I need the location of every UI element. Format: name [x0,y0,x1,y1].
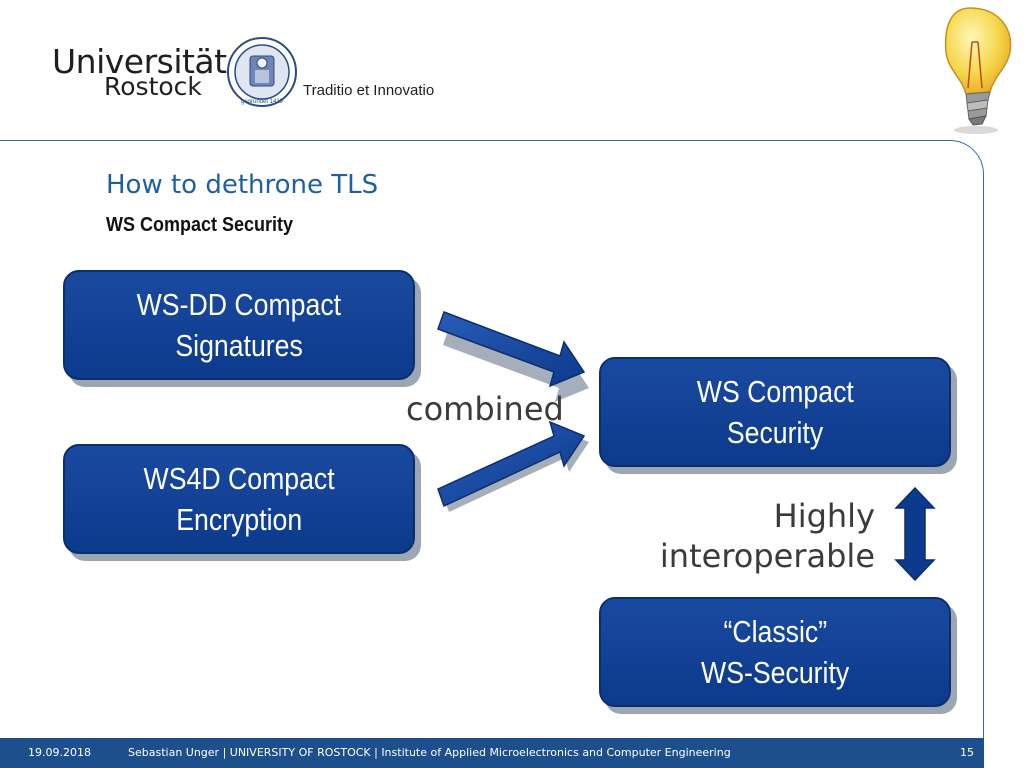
box-classic-ws-security: “Classic” WS-Security [599,597,951,707]
university-motto: Traditio et Innovatio [303,82,435,99]
content-frame [0,140,984,760]
slide-title: How to dethrone TLS [106,170,379,200]
box-ws4d-compact-encryption: WS4D Compact Encryption [63,444,415,554]
box-text-line: WS-Security [700,655,850,690]
footer-info: Sebastian Unger | UNIVERSITY OF ROSTOCK … [128,746,731,759]
box-wsdd-compact-signatures: WS-DD Compact Signatures [63,270,415,380]
label-highly-interoperable: Highly interoperable [660,496,875,576]
box-text-line: Signatures [175,328,303,363]
arrow-encryption-to-security [437,420,586,508]
box-text-line: WS Compact [696,374,854,409]
lightbulb-icon [944,7,1012,134]
label-combined: combined [406,390,564,428]
page-number: 15 [960,746,974,759]
box-text-line: WS4D Compact [143,461,335,496]
university-seal: gegründet 1419 [227,37,297,107]
footer-bar: 19.09.2018 Sebastian Unger | UNIVERSITY … [0,738,984,768]
double-arrow-interoperable [894,486,936,582]
label-line: interoperable [659,537,875,575]
label-line: Highly [773,497,875,535]
arrow-signatures-to-security [437,311,586,388]
box-ws-compact-security: WS Compact Security [599,357,951,467]
footer-date: 19.09.2018 [28,746,91,759]
university-city: Rostock [104,72,202,101]
box-text-line: WS-DD Compact [136,287,342,322]
university-name: Universität [52,42,227,81]
slide-subtitle: WS Compact Security [106,214,294,236]
box-text-line: “Classic” [723,614,827,649]
seal-text: gegründet 1419 [241,99,284,105]
box-text-line: Security [726,415,824,450]
box-text-line: Encryption [176,502,302,537]
